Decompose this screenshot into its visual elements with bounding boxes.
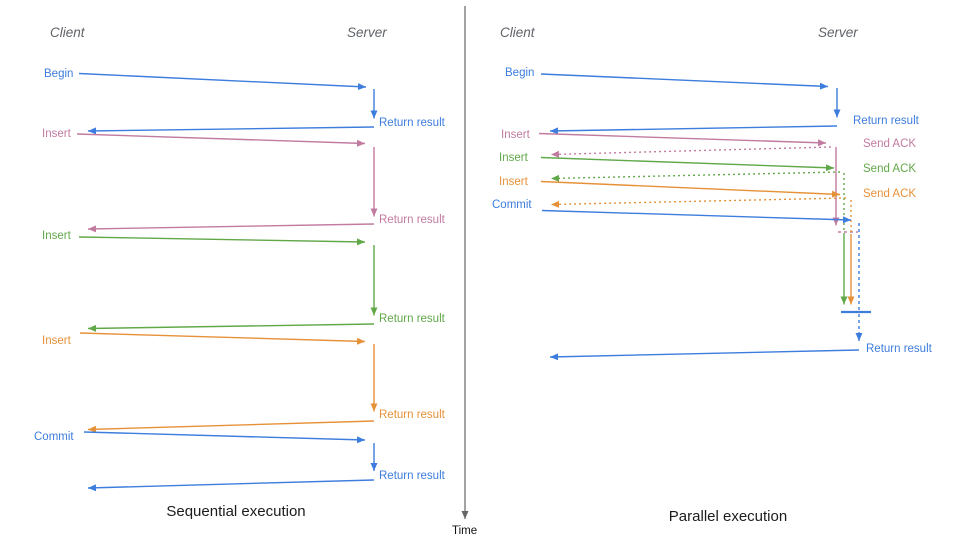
par-insert2-ack-arrow [550,171,841,182]
par-insert1-request-arrow [538,132,827,147]
par-begin-return-arrow [549,125,838,135]
seq-row-insert-2: Insert Return result [42,230,446,332]
par-commit-label: Commit [492,199,532,211]
time-axis-label: Time [452,525,477,537]
seq-insert2-result-label: Return result [379,313,446,325]
par-begin-result-label: Return result [853,115,920,127]
par-insert2-ack-label: Send ACK [863,163,916,175]
par-insert3-ack-label: Send ACK [863,188,916,200]
par-commit-result-label: Return result [866,343,933,355]
par-server-header: Server [818,25,858,40]
par-insert3-request-arrow [540,180,841,198]
seq-begin-result-label: Return result [379,117,446,129]
par-row-commit: Commit Return result [492,199,933,361]
parallel-panel: Client Server Begin Return result Insert… [492,25,933,525]
seq-row-commit: Commit Return result [34,431,446,492]
par-insert2-label: Insert [499,152,529,164]
par-insert3-label: Insert [499,176,529,188]
par-row-begin: Begin Return result [505,67,920,135]
par-row-insert-3: Insert Send ACK [499,176,916,305]
seq-commit-return-arrow [87,479,375,492]
par-insert1-ack-arrow [550,146,832,158]
seq-insert3-label: Insert [42,335,72,347]
seq-row-insert-1: Insert Return result [42,128,446,233]
seq-commit-request-arrow [83,431,366,444]
seq-row-insert-3: Insert Return result [42,332,446,433]
par-insert3-ack-arrow [550,197,847,208]
par-begin-request-arrow [540,73,829,90]
seq-server-header: Server [347,25,387,40]
par-commit-return-arrow [549,349,860,361]
seq-insert1-label: Insert [42,128,72,140]
par-insert1-ack-label: Send ACK [863,138,916,150]
seq-begin-return-arrow [87,126,375,135]
par-commit-request-arrow [541,209,852,224]
seq-insert2-return-arrow [87,323,375,332]
seq-insert2-label: Insert [42,230,72,242]
parallel-caption: Parallel execution [669,508,787,525]
seq-begin-request-arrow [78,72,367,91]
par-client-header: Client [500,25,536,40]
seq-row-begin: Begin Return result [44,68,446,135]
sequential-caption: Sequential execution [166,503,305,520]
seq-insert1-return-arrow [87,223,375,233]
par-row-insert-1: Insert Send ACK [501,129,916,233]
seq-commit-label: Commit [34,431,74,443]
par-insert2-request-arrow [540,156,835,172]
seq-client-header: Client [50,25,86,40]
seq-insert3-request-arrow [79,332,366,345]
seq-insert3-result-label: Return result [379,409,446,421]
seq-insert1-result-label: Return result [379,214,446,226]
par-row-insert-2: Insert Send ACK [499,152,916,305]
seq-begin-label: Begin [44,68,73,80]
sequential-panel: Client Server Begin Return result Insert… [34,25,446,520]
seq-insert1-request-arrow [76,133,366,147]
par-insert1-label: Insert [501,129,531,141]
seq-insert3-return-arrow [87,420,375,433]
par-begin-label: Begin [505,67,534,79]
time-axis: Time [452,6,477,537]
seq-insert2-request-arrow [78,236,366,246]
seq-commit-result-label: Return result [379,470,446,482]
